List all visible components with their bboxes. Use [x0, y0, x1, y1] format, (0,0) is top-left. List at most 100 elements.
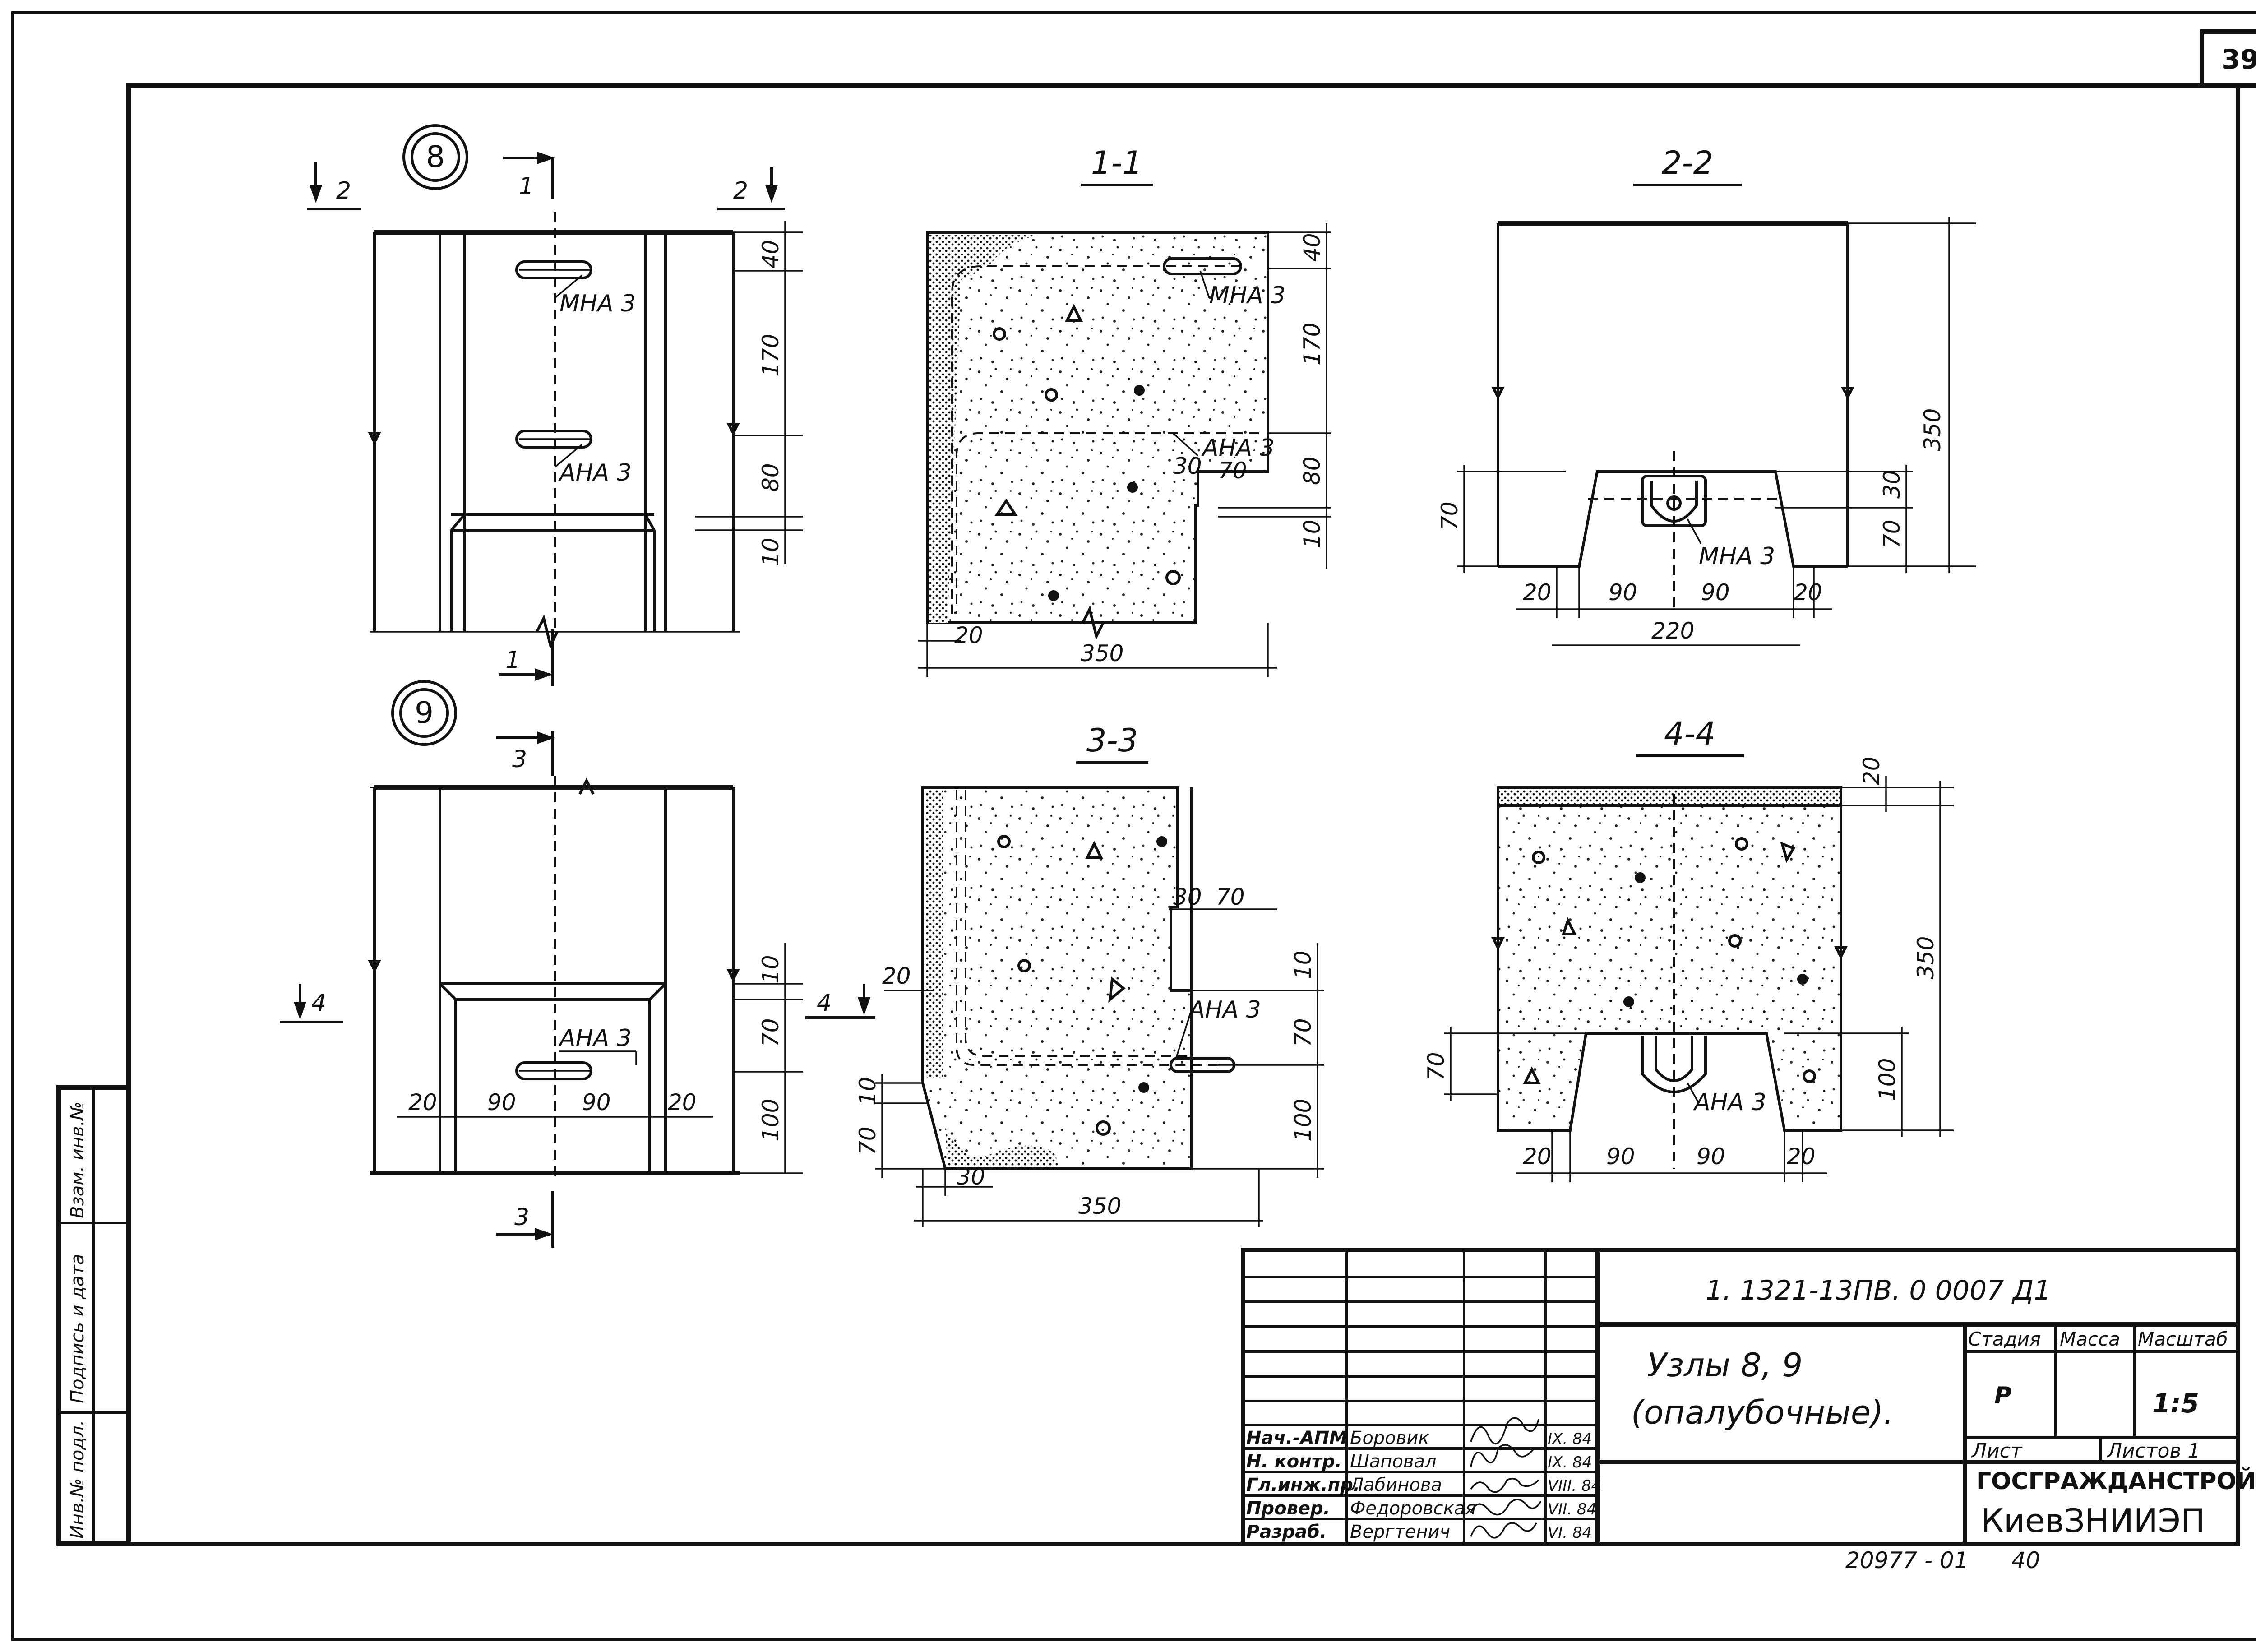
node-8-number: 8 [426, 139, 445, 174]
sec11-rebar-ana3: АНА 3 [1201, 435, 1275, 462]
signature-row: Провер. Федоровская VII. 84 [1246, 1498, 1596, 1519]
sec33-dim-left-70: 70 [855, 1126, 881, 1155]
node9-dim-bottom-90a: 90 [487, 1089, 516, 1115]
node9-rebar-ana3: АНА 3 [558, 1025, 632, 1052]
sec11-rebar-mna3: МНА 3 [1209, 282, 1285, 309]
section-4-4: 4-4 АНА 3 20 350 100 70 [1423, 715, 1954, 1182]
sec11-dim-10: 10 [1299, 519, 1325, 548]
sec33-dim-right-10: 10 [1290, 950, 1316, 979]
date-2: IX. 84 [1548, 1453, 1592, 1472]
node9-dim-right-10: 10 [758, 955, 784, 984]
date-4: VII. 84 [1548, 1500, 1596, 1518]
sheet-number: 39 [2221, 44, 2256, 75]
sec22-dim-30: 30 [1879, 470, 1905, 499]
node8-rebar-ana3: АНА 3 [558, 459, 632, 486]
sec11-dim-170: 170 [1299, 323, 1325, 366]
name-4: Федоровская [1350, 1498, 1476, 1519]
cut-3-bottom-label: 3 [514, 1204, 529, 1231]
name-5: Вергтенич [1350, 1522, 1450, 1542]
cut-4-mid-label: 4 [817, 990, 832, 1017]
role-5: Разраб. [1246, 1522, 1327, 1542]
node8-dim-40: 40 [758, 240, 784, 268]
role-2: Н. контр. [1246, 1451, 1342, 1472]
stage-value: Р [1994, 1382, 2011, 1409]
node9-dim-bottom-20b: 20 [668, 1089, 697, 1115]
signature-row: Разраб. Вергтенич VI. 84 [1246, 1522, 1592, 1542]
sec33-notch-70: 70 [1216, 884, 1245, 910]
signature-row: Нач.-АПМ Боровик IX. 84 [1246, 1428, 1592, 1448]
sec44-dim-350: 350 [1913, 936, 1939, 979]
name-2: Шаповал [1350, 1451, 1437, 1472]
outer-frame [11, 11, 2256, 1641]
sec44-dim-bottom-90b: 90 [1697, 1143, 1725, 1170]
sec44-dim-100: 100 [1874, 1058, 1900, 1101]
sec11-dim-80: 80 [1299, 456, 1325, 485]
sec33-dim-right-70: 70 [1290, 1018, 1316, 1047]
node8-dim-170: 170 [758, 334, 784, 377]
title-block: 1. 1321-13ПВ. 0 0007 Д1 Узлы 8, 9 (опалу… [1241, 1248, 2256, 1546]
section-4-4-title: 4-4 [1664, 715, 1715, 752]
section-2-2: 2-2 МНА 3 70 30 70 350 20 90 90 [1437, 144, 1976, 646]
cut-3-top-label: 3 [512, 746, 527, 773]
sec11-dim-350: 350 [1081, 640, 1123, 666]
side-stamp: Взам. инв.№ Подпись и дата Инв.№ подл. [56, 1085, 131, 1546]
sec44-dim-bottom-20a: 20 [1523, 1143, 1552, 1170]
sec44-dim-bottom-20b: 20 [1787, 1143, 1816, 1170]
section-2-2-title: 2-2 [1662, 144, 1713, 181]
node-9-view: 9 3 3 4 АНА 3 [280, 680, 803, 1248]
date-5: VI. 84 [1548, 1524, 1592, 1542]
name-3: Лабинова [1349, 1475, 1442, 1495]
cut-2-right-label: 2 [733, 177, 748, 204]
inner-frame [126, 83, 2240, 1546]
sec22-dim-70-left: 70 [1437, 501, 1463, 530]
node8-dim-80: 80 [758, 463, 784, 492]
scale-value: 1:5 [2152, 1388, 2199, 1419]
cut-4-left-label: 4 [311, 990, 326, 1017]
stamp-sign-date: Подпись и дата [67, 1254, 88, 1403]
stamp-replace-inv: Взам. инв.№ [67, 1101, 88, 1218]
sec44-dim-20: 20 [1858, 756, 1885, 785]
signature-row: Н. контр. Шаповал IX. 84 [1246, 1451, 1592, 1472]
drawing-title-line2: (опалубочные). [1631, 1393, 1894, 1431]
node9-dim-right-100: 100 [758, 1099, 784, 1142]
doc-code: 1. 1321-13ПВ. 0 0007 Д1 [1706, 1275, 2051, 1306]
handwritten-signatures [1470, 1417, 1542, 1539]
sec11-dim-40: 40 [1299, 233, 1325, 262]
sec22-dim-bottom-20b: 20 [1794, 579, 1822, 606]
sec33-notch-30: 30 [1173, 884, 1202, 910]
sec33-dim-left-10: 10 [855, 1077, 881, 1106]
sheet-label: Лист [1971, 1439, 2023, 1462]
section-1-1-title: 1-1 [1091, 144, 1142, 181]
sec22-dim-220: 220 [1651, 618, 1694, 644]
node-9-number: 9 [415, 695, 434, 730]
org-line1: ГОСГРАЖДАНСТРОЙ [1976, 1467, 2256, 1495]
sec11-dim-20: 20 [954, 622, 983, 648]
section-1-1: 1-1 МНА 3 АНА 3 30 70 40 170 80 10 20 [918, 144, 1331, 677]
sec22-dim-bottom-20a: 20 [1523, 579, 1552, 606]
sec22-rebar-mna3: МНА 3 [1699, 543, 1775, 570]
node9-dim-right-70: 70 [758, 1018, 784, 1047]
section-3-3: 3-3 АНА 3 30 70 20 4 10 70 100 [805, 722, 1324, 1227]
name-1: Боровик [1350, 1428, 1429, 1448]
sec22-dim-70: 70 [1879, 519, 1905, 548]
sec33-dim-right-100: 100 [1290, 1099, 1316, 1142]
sec33-rebar-ana3: АНА 3 [1188, 996, 1261, 1023]
role-4: Провер. [1246, 1498, 1330, 1519]
sec44-dim-70: 70 [1423, 1052, 1449, 1081]
date-3: VIII. 84 [1548, 1477, 1601, 1495]
section-3-3-title: 3-3 [1086, 722, 1138, 759]
scale-header: Масштаб [2138, 1328, 2228, 1350]
node8-rebar-mna3: МНА 3 [559, 290, 636, 317]
drawing-title-line1: Узлы 8, 9 [1647, 1346, 1803, 1384]
sec22-dim-bottom-90a: 90 [1609, 579, 1637, 606]
sec11-notch-30: 30 [1173, 453, 1202, 479]
node8-dim-10: 10 [758, 537, 784, 566]
mass-header: Масса [2060, 1328, 2120, 1350]
sec44-dim-bottom-90a: 90 [1606, 1143, 1635, 1170]
node9-dim-bottom-90b: 90 [582, 1089, 611, 1115]
org-line2: КиевЗНИИЭП [1981, 1502, 2205, 1540]
sec44-rebar-ana3: АНА 3 [1693, 1089, 1766, 1116]
signature-row: Гл.инж.пр. Лабинова VIII. 84 [1246, 1475, 1601, 1495]
sec11-notch-70: 70 [1218, 458, 1247, 484]
